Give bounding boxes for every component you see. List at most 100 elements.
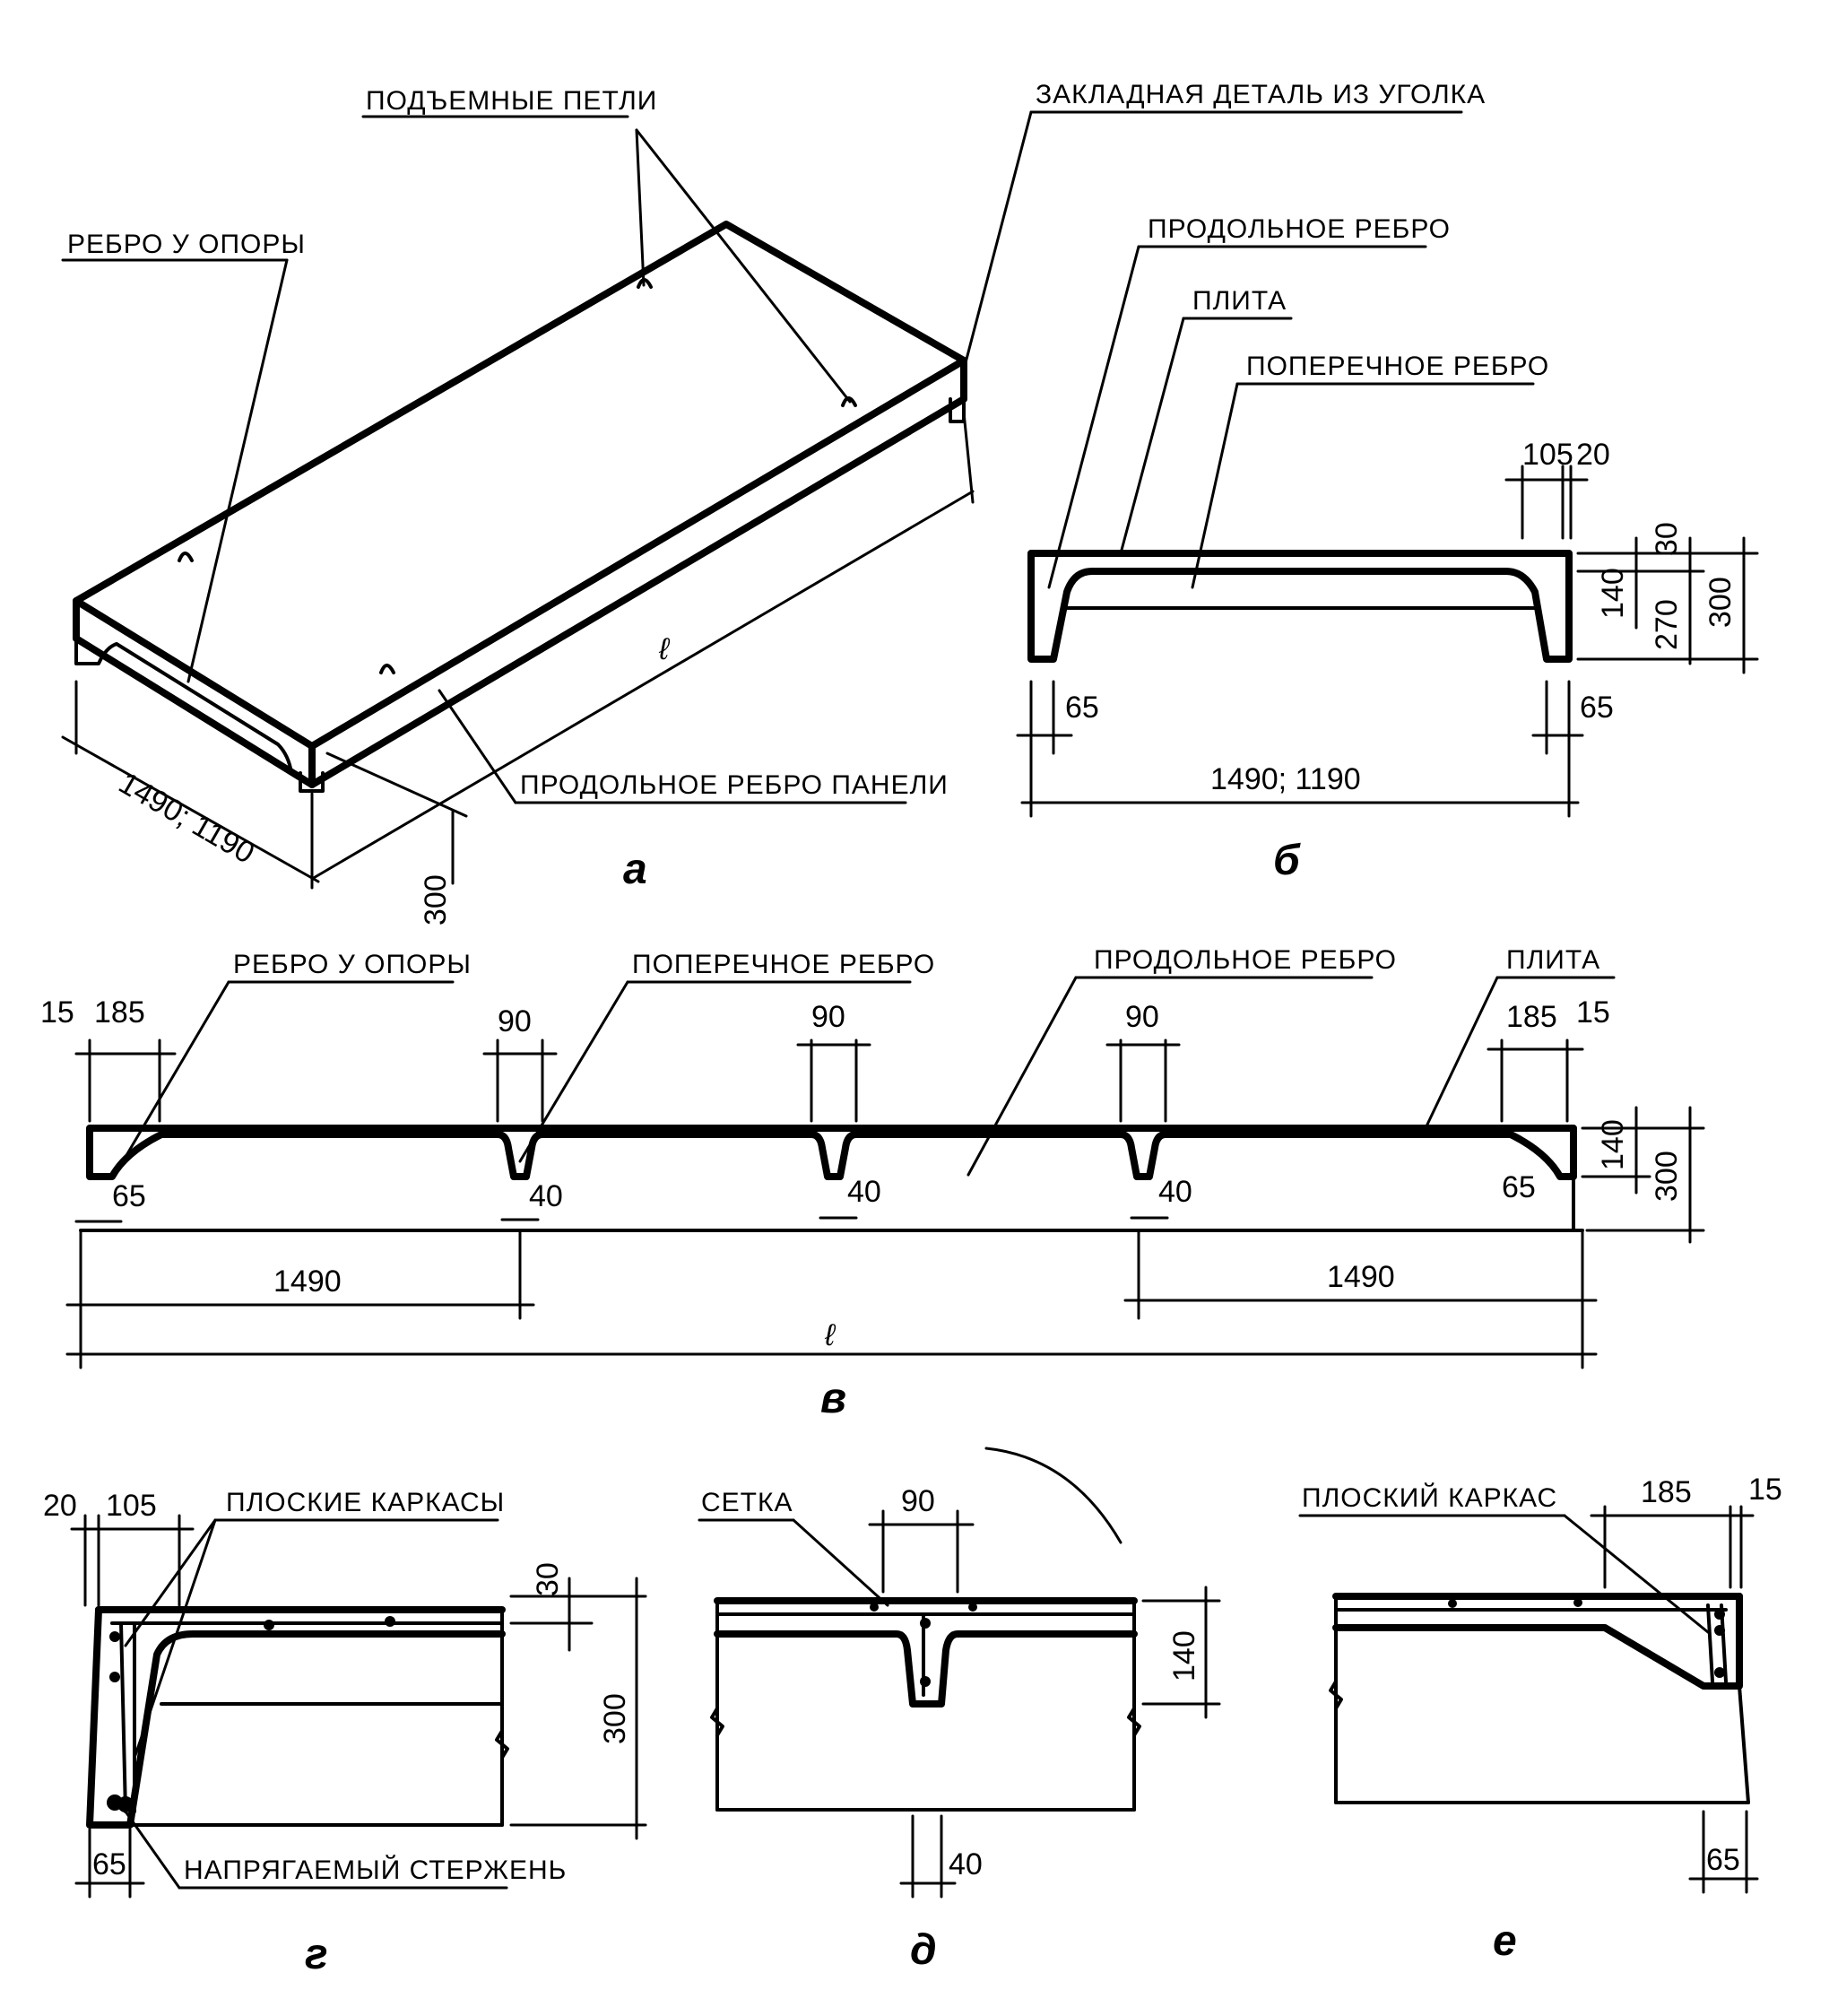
leader-line — [792, 1518, 889, 1607]
dim-1490-right: 1490 — [1327, 1260, 1395, 1294]
dim-40: 40 — [847, 1175, 881, 1209]
support-rib-outline — [1332, 1593, 1743, 1690]
prestressed-bar-dot — [117, 1796, 134, 1812]
dim-length: ℓ — [824, 1318, 836, 1352]
dim-270: 270 — [1650, 599, 1684, 650]
support-rib-outline — [74, 637, 314, 786]
break-line — [1127, 1707, 1141, 1737]
rebar-dot — [920, 1676, 931, 1687]
leader-line — [124, 1810, 181, 1890]
embedded-angle-left — [299, 771, 325, 793]
figure-letter-g: г — [305, 1931, 328, 1978]
leader-line — [635, 128, 852, 404]
frame-bar — [1706, 1603, 1714, 1683]
dim-40: 40 — [1158, 1175, 1192, 1209]
dim-line-width — [61, 735, 320, 883]
figure-letter-d: д — [910, 1926, 937, 1974]
figure-v-longitudinal-section: 15 185 90 90 90 185 15 140 300 65 40 40 … — [40, 945, 1705, 1422]
leader-line — [1047, 245, 1140, 589]
leader-line — [1191, 382, 1239, 589]
leader-line — [1424, 976, 1499, 1130]
dim-65-right: 65 — [1502, 1170, 1536, 1204]
cross-section-outline — [1027, 550, 1573, 663]
rebar-dot — [1448, 1599, 1457, 1608]
figure-letter-b: б — [1273, 837, 1301, 884]
leader-line — [438, 689, 517, 804]
rebar-dot — [109, 1631, 120, 1642]
longitudinal-section-outline — [86, 1125, 1577, 1180]
label-prestressed-bar: НАПРЯГАЕМЫЙ СТЕРЖЕНЬ — [184, 1855, 567, 1885]
dim-140: 140 — [1596, 1119, 1630, 1170]
dim-30: 30 — [531, 1562, 565, 1596]
dim-30: 30 — [1650, 522, 1684, 556]
label-panel-longitudinal-rib: ПРОДОЛЬНОЕ РЕБРО ПАНЕЛИ — [520, 770, 949, 800]
rebar-dot — [385, 1616, 395, 1627]
rebar-dot — [1573, 1598, 1582, 1607]
figure-letter-a: а — [623, 846, 647, 893]
break-line — [710, 1707, 724, 1737]
dim-20: 20 — [43, 1489, 77, 1523]
label-support-rib: РЕБРО У ОПОРЫ — [67, 230, 306, 259]
label-flat-frames: ПЛОСКИЕ КАРКАСЫ — [226, 1488, 505, 1517]
dim-65: 65 — [92, 1847, 126, 1881]
embedded-angle-right — [949, 397, 966, 423]
dim-140: 140 — [1596, 568, 1630, 619]
rebar-dot — [920, 1618, 931, 1629]
dim-20: 20 — [1576, 438, 1610, 472]
end-edge — [1738, 1684, 1750, 1804]
label-slab: ПЛИТА — [1192, 286, 1287, 316]
dim-300: 300 — [1650, 1151, 1684, 1202]
rebar-dot — [870, 1603, 879, 1612]
dim-140: 140 — [1167, 1630, 1201, 1681]
dim-width: 1490; 1190 — [1210, 762, 1361, 796]
dim-1490-left: 1490 — [273, 1264, 342, 1299]
dim-65-left: 65 — [112, 1179, 146, 1213]
label-flat-frame: ПЛОСКИЙ КАРКАС — [1302, 1482, 1557, 1513]
figure-letter-v: в — [820, 1375, 846, 1422]
break-line — [1329, 1680, 1343, 1710]
rib-outline — [714, 1630, 1138, 1708]
rebar-dot — [968, 1603, 977, 1612]
figure-d-transverse-rib-detail: 90 140 40 СЕТКА д — [698, 1447, 1221, 1974]
leader-line — [518, 980, 629, 1163]
figure-g-edge-detail: 20 105 30 300 65 ПЛОСКИЕ КАРКАСЫ НАПРЯГА… — [43, 1488, 647, 1978]
dim-300: 300 — [598, 1693, 632, 1744]
dim-105: 105 — [106, 1489, 157, 1523]
label-embedded-angle: ЗАКЛАДНАЯ ДЕТАЛЬ ИЗ УГОЛКА — [1036, 80, 1486, 109]
frame-bar — [119, 1621, 127, 1813]
dim-300: 300 — [1703, 577, 1738, 628]
dim-extension — [325, 752, 468, 818]
rebar-dot — [264, 1620, 274, 1630]
dim-105: 105 — [1522, 438, 1573, 472]
figure-letter-e: е — [1493, 1917, 1517, 1965]
leader-line — [635, 128, 646, 287]
label-transverse-rib: ПОПЕРЕЧНОЕ РЕБРО — [1246, 352, 1549, 381]
leader-line — [1119, 317, 1185, 555]
dim-15: 15 — [1748, 1473, 1782, 1507]
dim-90: 90 — [901, 1484, 935, 1518]
figure-e-support-rib-detail: 185 15 65 ПЛОСКИЙ КАРКАС е — [1298, 1473, 1782, 1965]
rebar-dot — [1714, 1625, 1725, 1636]
lifting-loop — [178, 552, 194, 562]
dim-300-text: 300 — [419, 874, 453, 925]
rebar-dot — [109, 1672, 120, 1682]
leader-line — [1563, 1514, 1710, 1634]
label-lifting-loops: ПОДЪЕМНЫЕ ПЕТЛИ — [366, 86, 657, 116]
leader-line — [124, 980, 230, 1159]
dim-65-right: 65 — [1580, 691, 1614, 725]
panel-top-face — [73, 221, 967, 750]
dim-185-left: 185 — [94, 995, 145, 1030]
dim-15-right: 15 — [1576, 995, 1610, 1030]
rib-outline — [86, 1606, 506, 1829]
dim-90: 90 — [1125, 1000, 1159, 1034]
label-longitudinal-rib: ПРОДОЛЬНОЕ РЕБРО — [1148, 214, 1451, 244]
panel-long-face — [308, 357, 967, 788]
dim-90: 90 — [811, 1000, 845, 1034]
dim-40: 40 — [529, 1179, 563, 1213]
stray-arc — [984, 1447, 1123, 1544]
dim-length-text: ℓ — [658, 632, 671, 666]
lifting-loop — [379, 664, 395, 674]
dim-extension — [962, 411, 975, 504]
